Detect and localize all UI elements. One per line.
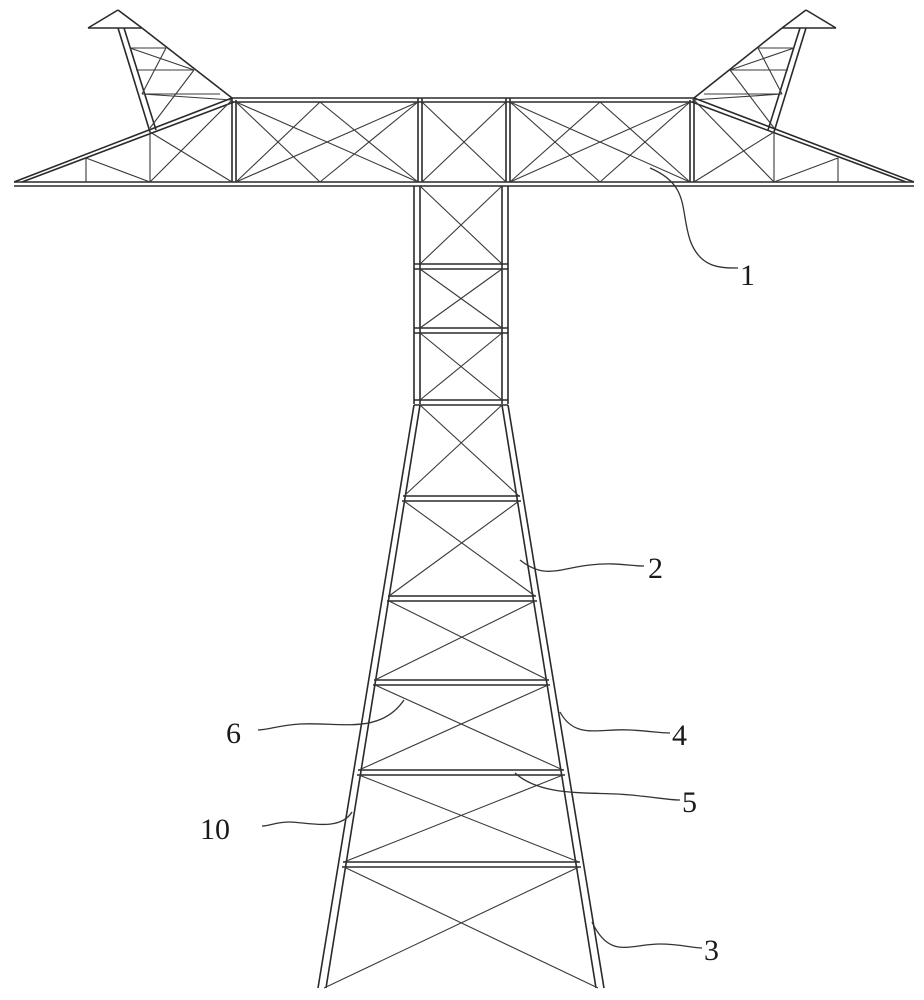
leader-10 bbox=[261, 811, 353, 827]
leader-3 bbox=[591, 921, 703, 949]
leader-5 bbox=[514, 772, 681, 801]
left-peak bbox=[87, 9, 233, 133]
leader-2 bbox=[519, 559, 645, 572]
leader-1 bbox=[649, 167, 739, 269]
callout-5: 5 bbox=[682, 786, 697, 819]
tower-body bbox=[317, 404, 605, 989]
leader-4 bbox=[559, 711, 671, 734]
leader-6 bbox=[257, 699, 405, 731]
callout-2: 2 bbox=[648, 552, 663, 585]
cross-arm bbox=[13, 97, 915, 187]
callout-1: 1 bbox=[740, 259, 755, 292]
right-peak bbox=[691, 9, 837, 133]
callout-leaders bbox=[257, 167, 739, 949]
callout-3: 3 bbox=[704, 934, 719, 967]
callout-4: 4 bbox=[672, 719, 687, 752]
callout-6: 6 bbox=[226, 717, 241, 750]
upper-shaft bbox=[413, 185, 509, 406]
callout-labels: 1 2 3 4 5 6 10 bbox=[200, 259, 755, 967]
callout-10: 10 bbox=[200, 813, 230, 846]
